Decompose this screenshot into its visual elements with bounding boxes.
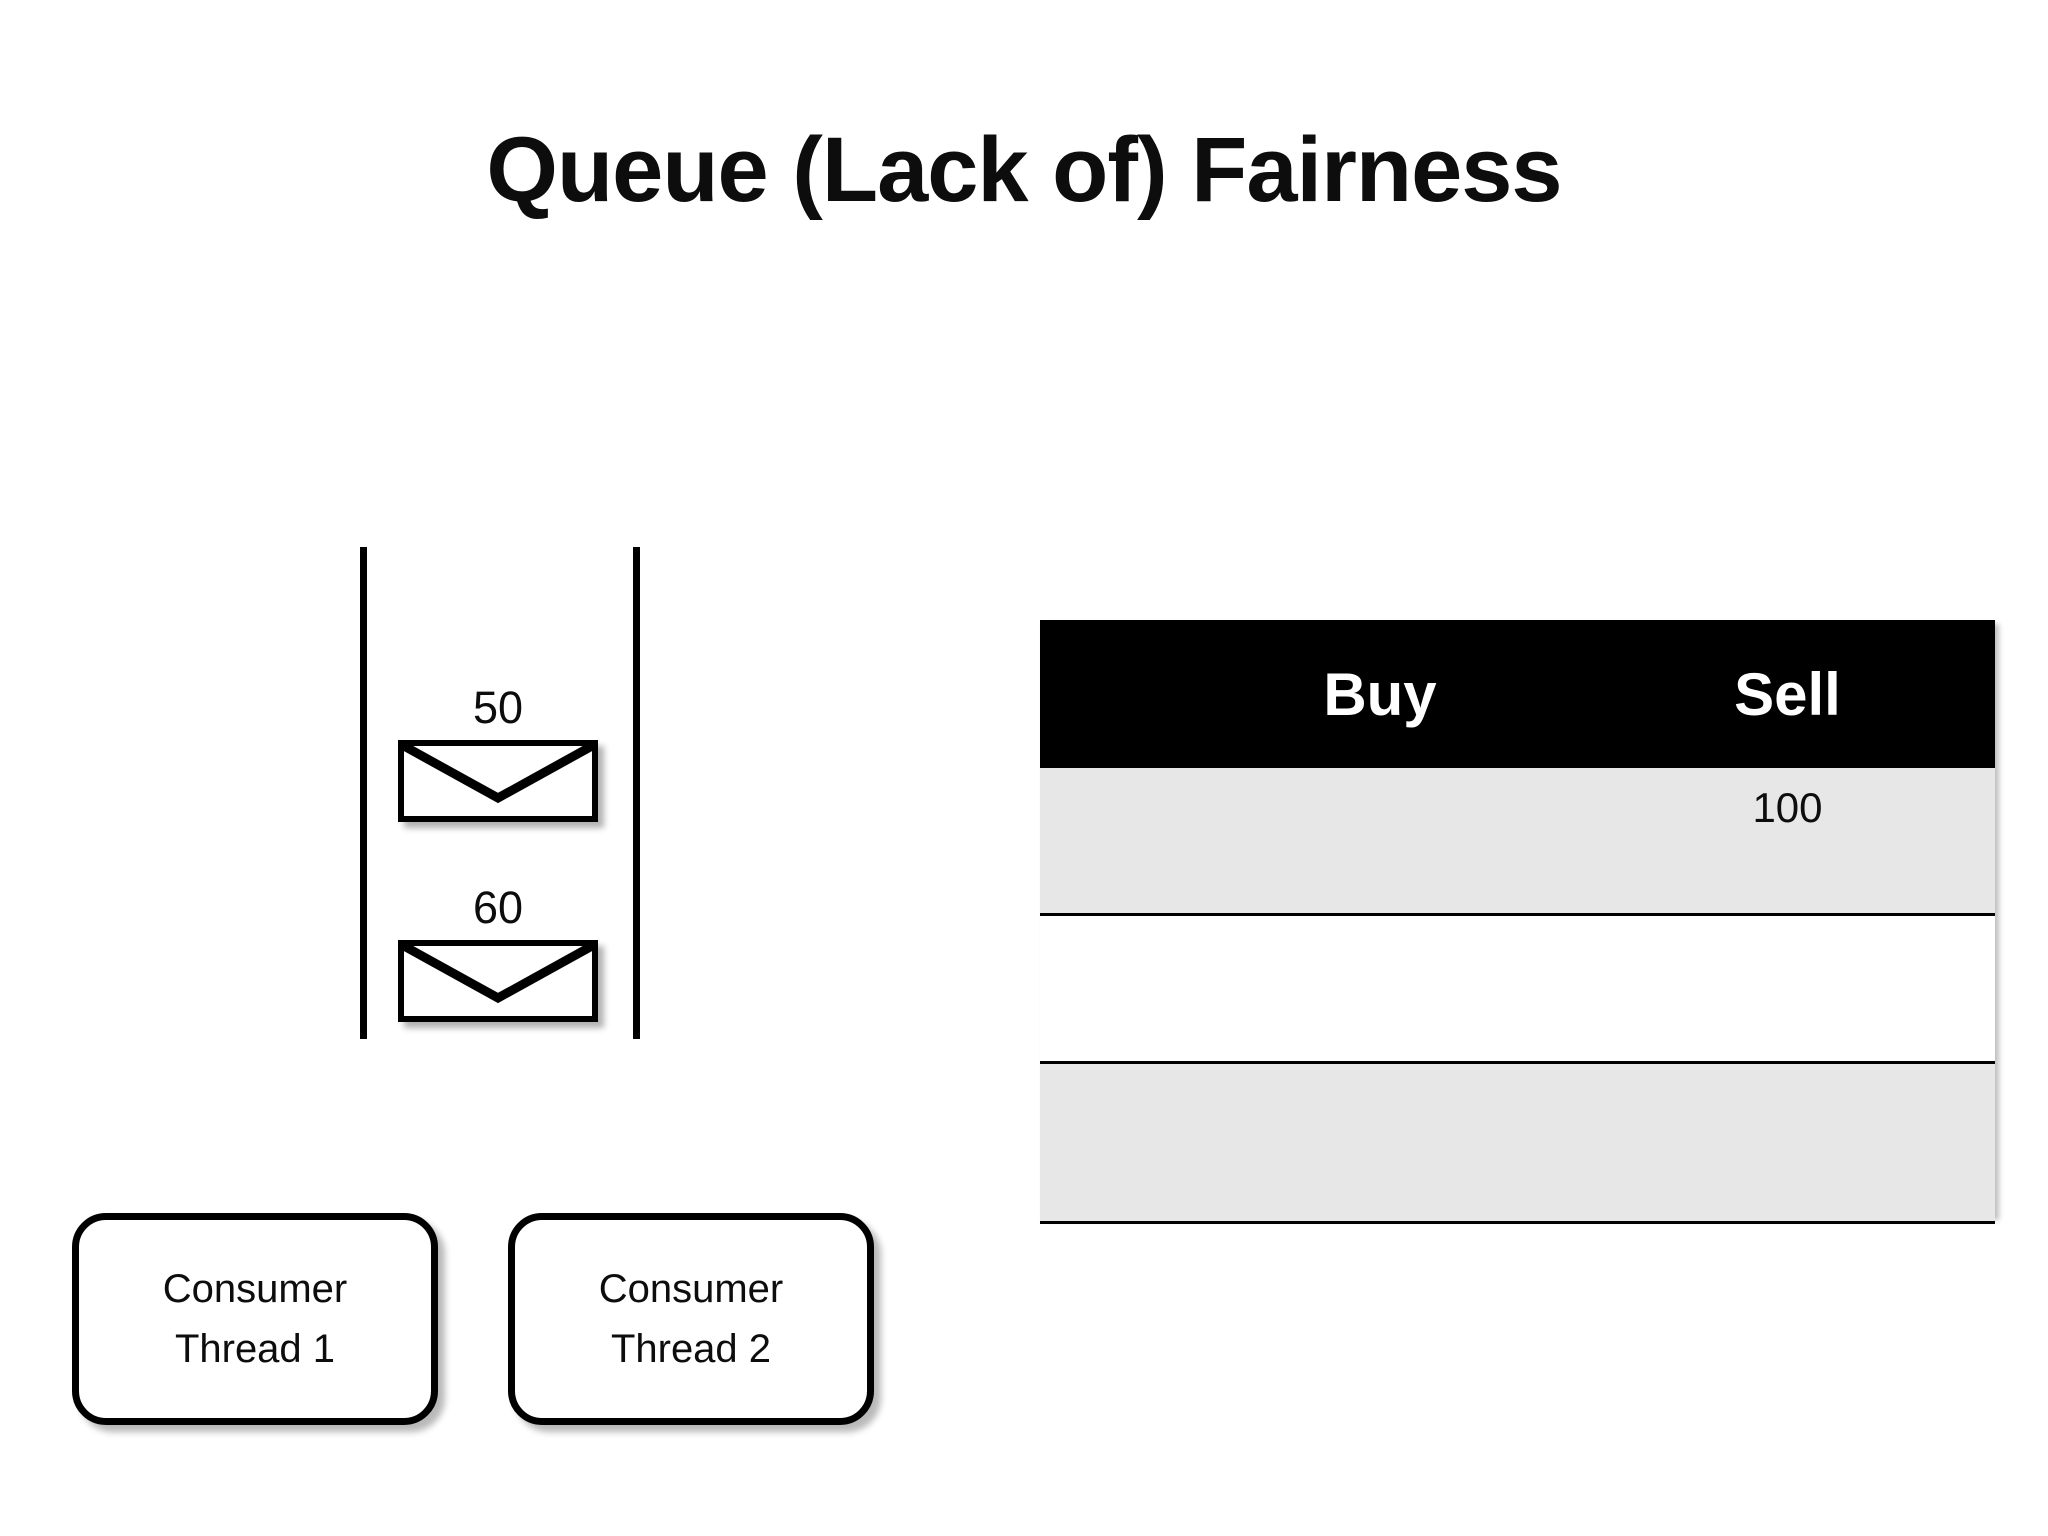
table-header-spacer [1040,620,1180,768]
order-book-table: Buy Sell 100 [1040,620,1995,1224]
envelope-icon [398,940,598,1022]
queue-item[interactable]: 50 [398,682,598,822]
consumer-thread-1-box[interactable]: Consumer Thread 1 [72,1213,438,1425]
queue-item-label: 60 [472,882,524,933]
queue-item-label: 50 [472,682,524,733]
table-cell-spacer [1040,768,1180,916]
table-cell-sell[interactable] [1580,914,1995,1064]
table-cell-sell[interactable]: 100 [1580,768,1995,916]
consumer-thread-2-label: Consumer Thread 2 [598,1267,784,1371]
table-cell-spacer [1040,1062,1180,1224]
table-cell-spacer [1040,914,1180,1064]
table-cell-buy[interactable] [1180,1062,1580,1224]
table-header-buy: Buy [1180,620,1580,768]
table-header-row: Buy Sell [1040,620,1995,768]
table-row[interactable] [1040,1062,1995,1224]
table-header-sell: Sell [1580,620,1995,768]
table-cell-buy[interactable] [1180,768,1580,916]
table-cell-sell[interactable] [1580,1062,1995,1224]
envelope-icon [398,740,598,822]
table-cell-buy[interactable] [1180,914,1580,1064]
consumer-thread-2-box[interactable]: Consumer Thread 2 [508,1213,874,1425]
queue-rail-left [360,547,367,1039]
queue-item[interactable]: 60 [398,882,598,1022]
table-row[interactable]: 100 [1040,768,1995,916]
table-row[interactable] [1040,914,1995,1064]
message-queue-diagram: 50 60 [360,547,640,1039]
queue-rail-right [633,547,640,1039]
consumer-thread-1-label: Consumer Thread 1 [162,1267,348,1371]
page-title: Queue (Lack of) Fairness [486,119,1562,221]
